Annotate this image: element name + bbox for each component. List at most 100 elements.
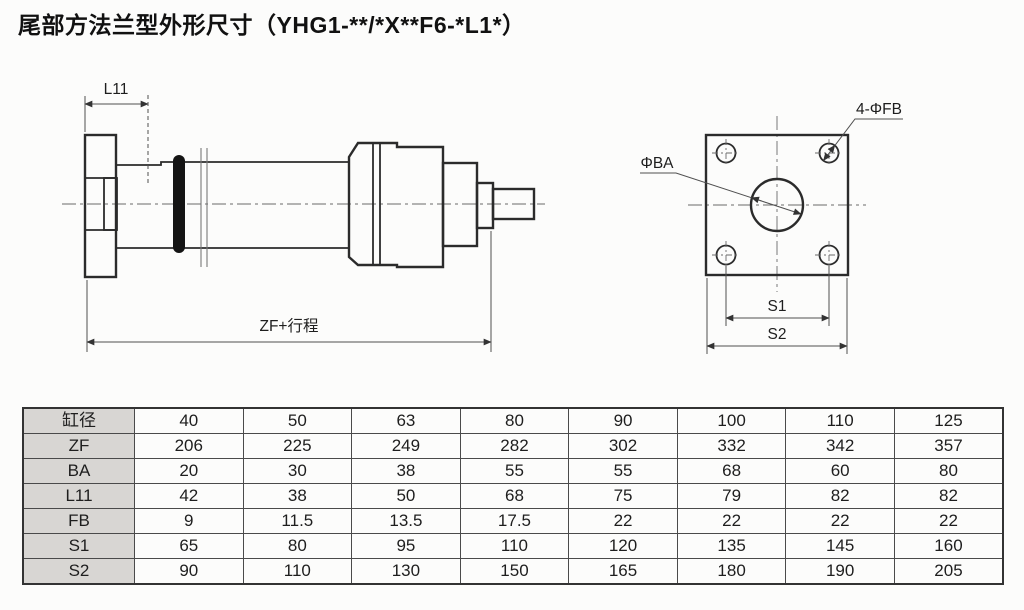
table-cell: 11.5 bbox=[242, 508, 353, 534]
table-cell: 110 bbox=[785, 407, 895, 434]
dim-l11: L11 bbox=[84, 81, 149, 185]
table-cell: 82 bbox=[893, 483, 1004, 509]
table-cell: 110 bbox=[459, 533, 570, 559]
table-cell: 357 bbox=[893, 433, 1004, 459]
row-label: ZF bbox=[22, 433, 135, 459]
table-cell: 165 bbox=[568, 558, 678, 585]
row-label: S2 bbox=[22, 558, 135, 585]
row-label: 缸径 bbox=[22, 407, 135, 434]
table-cell: 63 bbox=[351, 407, 461, 434]
rod-collar bbox=[475, 181, 495, 230]
tail-flange bbox=[83, 133, 118, 279]
bolt-hole-bottom-left bbox=[712, 241, 740, 269]
table-cell: 20 bbox=[134, 458, 244, 484]
table-cell: 342 bbox=[785, 433, 895, 459]
dimension-table: 缸径 40 50 63 80 90 100 110 125 ZF 206 225… bbox=[22, 407, 1004, 585]
leader-4-phi-fb: 4-ΦFB bbox=[823, 101, 903, 162]
table-cell: 206 bbox=[134, 433, 244, 459]
table-cell: 38 bbox=[242, 483, 353, 509]
leader-phi-ba: ΦBA bbox=[640, 155, 802, 215]
table-cell: 90 bbox=[134, 558, 244, 585]
head-step-block bbox=[441, 161, 479, 248]
dim-zf: ZF+行程 bbox=[86, 231, 492, 352]
table-row: 缸径 40 50 63 80 90 100 110 125 bbox=[22, 407, 1004, 434]
table-cell: 120 bbox=[568, 533, 678, 559]
table-cell: 17.5 bbox=[459, 508, 570, 534]
label-4-phi-fb: 4-ΦFB bbox=[856, 101, 902, 118]
table-cell: 60 bbox=[785, 458, 895, 484]
table-cell: 50 bbox=[351, 483, 461, 509]
dim-s2: S2 bbox=[706, 278, 848, 354]
table-row: FB 9 11.5 13.5 17.5 22 22 22 22 bbox=[22, 508, 1004, 534]
break-lines bbox=[200, 148, 208, 267]
flange-plate bbox=[704, 133, 850, 277]
pilot-bore-circle bbox=[749, 177, 805, 233]
table-row: BA 20 30 38 55 55 68 60 80 bbox=[22, 458, 1004, 484]
table-cell: 125 bbox=[893, 407, 1004, 434]
page-title: 尾部方法兰型外形尺寸（YHG1-**/*X**F6-*L1*） bbox=[18, 12, 526, 38]
table-cell: 100 bbox=[676, 407, 787, 434]
table-cell: 55 bbox=[459, 458, 570, 484]
table-cell: 90 bbox=[568, 407, 678, 434]
table-cell: 9 bbox=[134, 508, 244, 534]
table-cell: 225 bbox=[242, 433, 353, 459]
row-label: FB bbox=[22, 508, 135, 534]
table-cell: 150 bbox=[459, 558, 570, 585]
row-label: S1 bbox=[22, 533, 135, 559]
table-cell: 38 bbox=[351, 458, 461, 484]
table-cell: 80 bbox=[242, 533, 353, 559]
table-cell: 180 bbox=[676, 558, 787, 585]
flange-hub bbox=[103, 177, 118, 231]
dim-s1: S1 bbox=[725, 266, 830, 326]
table-cell: 95 bbox=[351, 533, 461, 559]
table-cell: 79 bbox=[676, 483, 787, 509]
table-row: ZF 206 225 249 282 302 332 342 357 bbox=[22, 433, 1004, 459]
row-label: L11 bbox=[22, 483, 135, 509]
table-cell: 42 bbox=[134, 483, 244, 509]
engineering-drawing: L11 ZF+行程 bbox=[62, 81, 903, 354]
table-cell: 68 bbox=[676, 458, 787, 484]
table-cell: 13.5 bbox=[351, 508, 461, 534]
table-cell: 282 bbox=[459, 433, 570, 459]
table-row: S2 90 110 130 150 165 180 190 205 bbox=[22, 558, 1004, 585]
table-cell: 22 bbox=[893, 508, 1004, 534]
table-cell: 332 bbox=[676, 433, 787, 459]
table-cell: 160 bbox=[893, 533, 1004, 559]
table-cell: 22 bbox=[785, 508, 895, 534]
table-cell: 22 bbox=[568, 508, 678, 534]
table-cell: 50 bbox=[242, 407, 353, 434]
table-row: S1 65 80 95 110 120 135 145 160 bbox=[22, 533, 1004, 559]
table-cell: 205 bbox=[893, 558, 1004, 585]
table-cell: 82 bbox=[785, 483, 895, 509]
table-cell: 135 bbox=[676, 533, 787, 559]
table-cell: 55 bbox=[568, 458, 678, 484]
front-view-drawing: ΦBA 4-ΦFB S1 S2 bbox=[640, 101, 903, 354]
table-cell: 75 bbox=[568, 483, 678, 509]
table-cell: 80 bbox=[893, 458, 1004, 484]
cylinder-tube-top bbox=[116, 161, 349, 166]
table-cell: 110 bbox=[242, 558, 353, 585]
bolt-hole-top-left bbox=[712, 139, 740, 167]
table-cell: 30 bbox=[242, 458, 353, 484]
label-phi-ba: ΦBA bbox=[640, 155, 674, 172]
dim-label-s2: S2 bbox=[768, 326, 787, 343]
table-cell: 40 bbox=[134, 407, 244, 434]
table-cell: 80 bbox=[459, 407, 570, 434]
piston-rod bbox=[491, 187, 536, 221]
table-cell: 68 bbox=[459, 483, 570, 509]
table-cell: 302 bbox=[568, 433, 678, 459]
dim-label-s1: S1 bbox=[768, 298, 787, 315]
table-cell: 190 bbox=[785, 558, 895, 585]
cylinder-head bbox=[347, 141, 445, 269]
table-cell: 65 bbox=[134, 533, 244, 559]
table-cell: 249 bbox=[351, 433, 461, 459]
table-cell: 145 bbox=[785, 533, 895, 559]
dim-label-zf: ZF+行程 bbox=[260, 317, 319, 335]
dim-label-l11: L11 bbox=[104, 81, 129, 98]
table-cell: 22 bbox=[676, 508, 787, 534]
table-cell: 130 bbox=[351, 558, 461, 585]
side-view-drawing: L11 ZF+行程 bbox=[62, 81, 545, 352]
table-row: L11 42 38 50 68 75 79 82 82 bbox=[22, 483, 1004, 509]
row-label: BA bbox=[22, 458, 135, 484]
bolt-hole-bottom-right bbox=[815, 241, 843, 269]
